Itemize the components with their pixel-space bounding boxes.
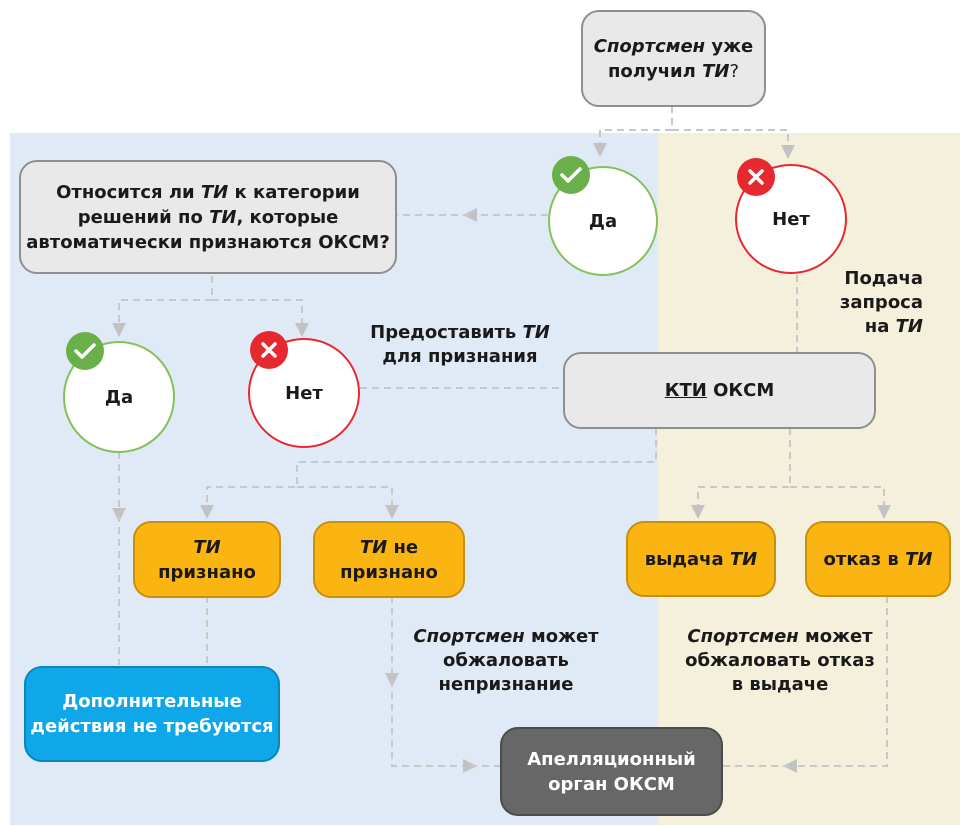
appeal-right-line-2: обжаловать отказ [685, 650, 875, 671]
submit-tue: ТИ [895, 316, 923, 337]
yes-label-left: Да [104, 386, 134, 408]
start-athlete: Спортсмен [593, 35, 706, 57]
appeal-left-line-2: обжаловать [443, 650, 569, 671]
appeal-left-mid: может [524, 626, 599, 647]
recognized-tue: ТИ [193, 536, 221, 558]
submit-line-2: запроса [839, 292, 923, 313]
appeal-body-box: Апелляционный орган ОКСМ [500, 727, 723, 816]
not-recognized-tue: ТИ [359, 536, 388, 558]
tue-issued-box: выдача ТИ [626, 521, 776, 597]
no-action-line-1: Дополнительные [62, 691, 242, 712]
tue-recognized-box: ТИ признано [133, 521, 281, 598]
start-tue: ТИ [702, 60, 730, 82]
issued-tue: ТИ [729, 548, 758, 570]
q2-text-3: автоматически признаются ОКСМ? [26, 231, 390, 253]
edge-kti-right [691, 428, 791, 519]
cross-icon [250, 331, 288, 369]
provide-tue: ТИ [522, 322, 550, 343]
not-recognized-line-1: не [387, 536, 419, 558]
category-question-box: Относится ли ТИ к категории решений по Т… [19, 160, 397, 274]
appeal-nonrecognition-note: Спортсмен может обжаловать непризнание [406, 625, 606, 697]
no-further-action-box: Дополнительные действия не требуются [24, 666, 280, 762]
appeal-right-line-3: в выдаче [731, 674, 829, 695]
submit-request-note: Подача запроса на ТИ [823, 267, 923, 339]
kti-abbrev: КТИ [664, 380, 707, 401]
appeal-right-athlete: Спортсмен [687, 626, 799, 647]
edge-refused-appeal [783, 596, 888, 773]
edge-start-no [672, 129, 795, 159]
appeal-body-line-1: Апелляционный [527, 748, 696, 770]
recognized-line-2: признано [158, 561, 256, 583]
q2-text-1b: к категории [228, 181, 360, 203]
refused-text: отказ в [823, 548, 906, 570]
no-label-left: Нет [285, 382, 323, 404]
appeal-body-line-2: орган ОКСМ [548, 773, 675, 795]
cross-icon [737, 158, 775, 196]
provide-line-2: для признания [382, 346, 538, 367]
edge-q2-no [212, 299, 309, 337]
edge-start-yes [593, 106, 673, 157]
yes-label-top: Да [588, 210, 618, 232]
q2-tue-2: ТИ [209, 206, 237, 228]
no-action-line-2: действия не требуются [30, 716, 274, 737]
appeal-right-mid: может [798, 626, 873, 647]
appeal-left-athlete: Спортсмен [413, 626, 525, 647]
start-question-box: Спортсмен уже получил ТИ? [581, 10, 766, 107]
refused-tue: ТИ [905, 548, 933, 570]
kti-rest: ОКСМ [706, 380, 775, 401]
appeal-refusal-note: Спортсмен может обжаловать отказ в выдач… [680, 625, 880, 697]
start-qmark: ? [729, 60, 740, 82]
edge-q2-yes [112, 276, 213, 337]
check-icon [66, 332, 104, 370]
check-icon [552, 156, 590, 194]
submit-line-1: Подача [844, 268, 923, 289]
q2-text-1a: Относится ли [56, 181, 201, 203]
q2-text-2b: , которые [236, 206, 339, 228]
submit-line-3: на [864, 316, 896, 337]
tue-refused-box: отказ в ТИ [805, 521, 951, 597]
provide-tue-note: Предоставить ТИ для признания [360, 321, 560, 369]
provide-line-1: Предоставить [370, 322, 523, 343]
start-mid: уже [705, 35, 754, 57]
start-line2: получил [607, 60, 703, 82]
not-recognized-line-2: признано [340, 561, 438, 583]
issued-text: выдача [644, 548, 730, 570]
no-label-top: Нет [772, 208, 810, 230]
yes-circle-top: Да [548, 166, 658, 276]
tue-not-recognized-box: ТИ не признано [313, 521, 465, 598]
kti-box: КТИ ОКСМ [563, 352, 876, 429]
edge-kti-left [200, 428, 657, 519]
q2-tue-1: ТИ [200, 181, 229, 203]
appeal-left-line-3: непризнание [438, 674, 574, 695]
q2-text-2a: решений по [77, 206, 210, 228]
